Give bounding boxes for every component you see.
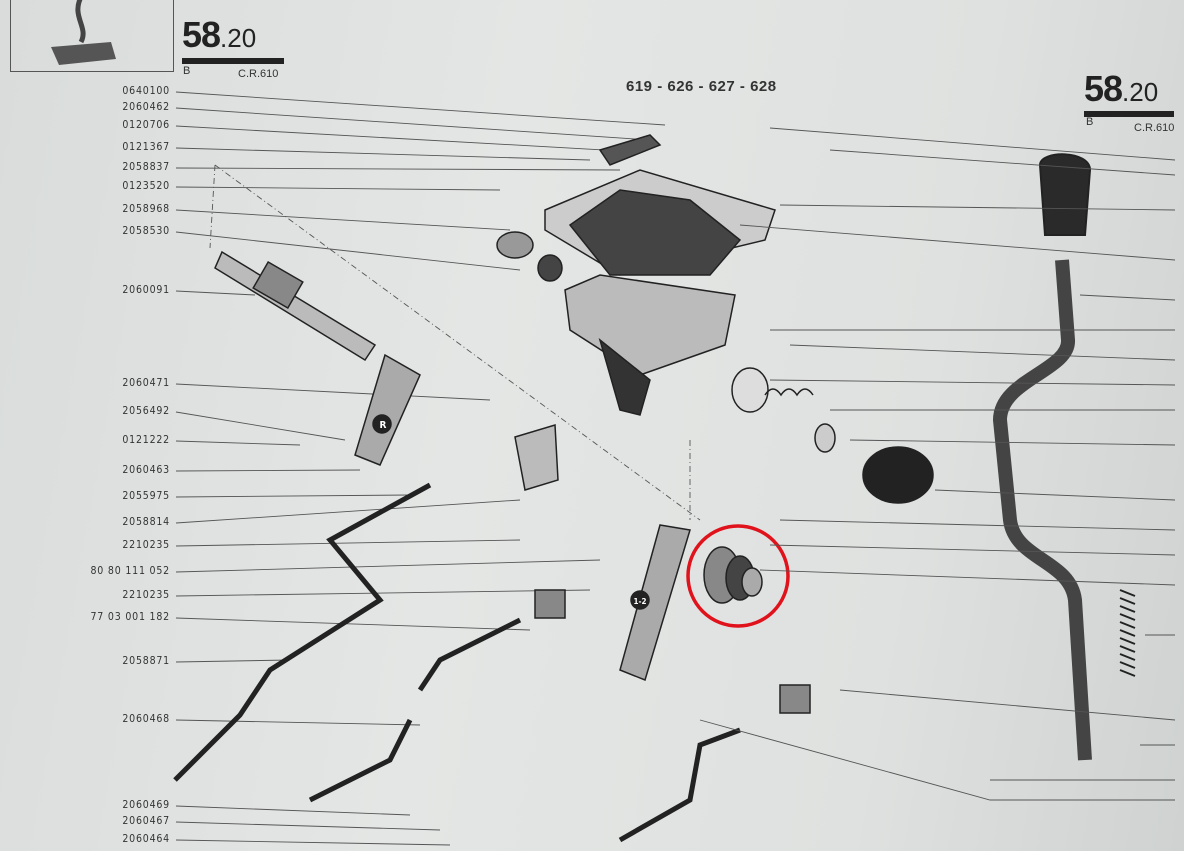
part-number-label: 0121367 [122, 141, 170, 153]
leader-line [175, 147, 591, 161]
reverse-mark: R [380, 420, 387, 431]
spring [1119, 589, 1136, 677]
leader-line [175, 839, 451, 846]
bushing [496, 231, 534, 259]
page-number-right: 58.20 [1084, 68, 1159, 109]
section-letter-right: B [1086, 116, 1094, 128]
leader-line [175, 539, 521, 547]
leader-line [175, 805, 411, 816]
part-number-label: 2055975 [122, 490, 170, 502]
leader-line [175, 107, 651, 141]
page-number-bar [182, 58, 284, 64]
leader-line [175, 494, 411, 498]
leader-line [175, 589, 591, 597]
leader-line [175, 499, 521, 524]
gear-lever [992, 153, 1136, 761]
gear-lever-housing [544, 134, 776, 416]
leader-line [175, 186, 501, 191]
leader-line [175, 411, 346, 441]
selector-shaft [214, 250, 377, 362]
leader-line [175, 383, 491, 401]
part-number-label: 2058814 [122, 516, 170, 528]
leader-line [175, 290, 256, 296]
part-number-label: 2060462 [122, 101, 170, 113]
part-number-label: 2060468 [122, 713, 170, 725]
leader-line [175, 231, 521, 271]
model-list: 619 - 626 - 627 - 628 [626, 78, 777, 95]
part-number-label: 2060467 [122, 815, 170, 827]
part-number-label: 0121222 [122, 434, 170, 446]
part-number-label: 2060464 [122, 833, 170, 845]
leader-line [175, 659, 291, 663]
model-code-right: C.R.610 [1134, 122, 1175, 134]
leader-line [175, 440, 301, 446]
part-number-label: 2060091 [122, 284, 170, 296]
part-number-label: 77 03 001 182 [90, 611, 170, 623]
leader-line [175, 821, 441, 831]
part-number-label: 2060471 [122, 377, 170, 389]
reverse-lever [354, 353, 421, 466]
part-number-label: 2060469 [122, 799, 170, 811]
leader-line [175, 125, 641, 153]
part-number-label: 2210235 [122, 589, 170, 601]
part-number-label: 0120706 [122, 119, 170, 131]
part-number-label: 2060463 [122, 464, 170, 476]
highlight-circle [686, 524, 790, 628]
part-number-label: 2058871 [122, 655, 170, 667]
part-number-label: 80 80 111 052 [90, 565, 170, 577]
part-number-label: 2058837 [122, 161, 170, 173]
page-number-bar-right [1084, 111, 1174, 117]
part-number-label: 2056492 [122, 405, 170, 417]
leader-line [175, 209, 511, 231]
leader-line [175, 167, 621, 171]
leader-line [175, 469, 361, 472]
bushing [537, 254, 563, 282]
plunger [862, 446, 934, 504]
gear-12-lever [619, 524, 691, 682]
gear-12-mark: 1-2 [633, 597, 646, 606]
part-number-label: 2058530 [122, 225, 170, 237]
part-number-label: 0640100 [122, 85, 170, 97]
gearshift-thumbnail-drawing [51, 0, 116, 65]
section-letter-left: B [183, 65, 191, 77]
leader-line [175, 559, 601, 573]
page-number-left: 58.20 [182, 14, 257, 55]
part-number-label: 2058968 [122, 203, 170, 215]
leader-line [175, 617, 531, 631]
model-code-left: C.R.610 [238, 68, 279, 80]
overview-thumbnail [10, 0, 174, 72]
part-number-label: 2210235 [122, 539, 170, 551]
leader-line [175, 91, 666, 126]
part-number-label: 0123520 [122, 180, 170, 192]
leader-line [175, 719, 421, 726]
gear-knob [1038, 153, 1092, 236]
